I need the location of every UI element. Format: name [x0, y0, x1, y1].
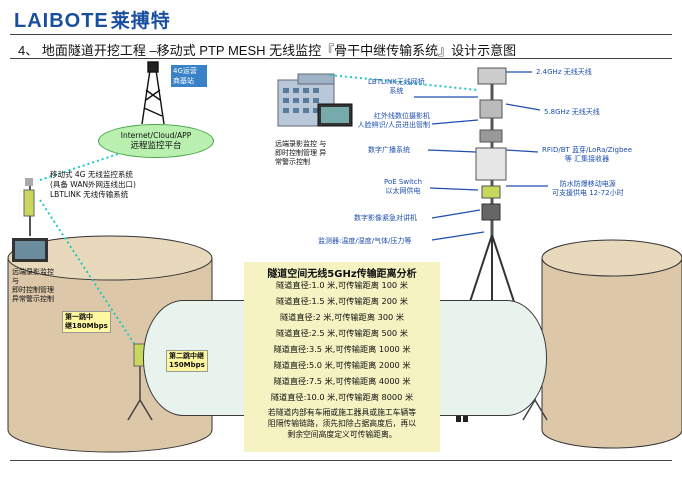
sensor-callout: 监测器:温度/湿度/气体/压力等 [318, 237, 412, 245]
remote-line: 远端录影监控 与 [275, 140, 327, 148]
hop1-line: 第一跳中 [65, 313, 93, 321]
hop1-line: 继180Mbps [65, 322, 108, 330]
poe-line: PoE Switch [384, 178, 423, 186]
rfid-line: RFID/BT 蓝芽/LoRa/Zigbee [542, 146, 633, 154]
title-divider [10, 58, 672, 59]
analysis-row: 隧道直径:7.5 米,可传输距离 4000 米 [273, 376, 411, 386]
poe-callout: PoE Switch 以太网供电 [384, 178, 422, 196]
right-tunnel-cylinder [541, 239, 682, 449]
remote-line: 常警示控制 [275, 158, 310, 166]
analysis-row: 隧道直径:3.5 米,可传输距离 1000 米 [273, 344, 411, 354]
cloud-line: Internet/Cloud/APP [120, 131, 192, 140]
box4g-line: 商基站 [173, 77, 194, 85]
system-line: (具备 WAN外网连线出口) [50, 180, 136, 189]
poe-line: 以太网供电 [385, 187, 421, 195]
rfid-line: 等 汇集接收器 [564, 155, 610, 163]
bridge-callout: LBTLINK无线网桥 系统 [368, 78, 425, 96]
hop2-line: 第二跳中继 [169, 352, 204, 360]
analysis-row: 隧道直径:1.5 米,可传输距离 200 米 [276, 296, 408, 306]
analysis-panel [244, 262, 440, 452]
footer-divider [10, 460, 672, 461]
remote-left-line: 异常警示控制 [12, 295, 54, 303]
remote-monitor-top-text: 远端录影监控 与 即时控制管理 异 常警示控制 [275, 140, 326, 167]
power-callout: 防水防爆移动电源 可支援供电 12-72小时 [552, 180, 624, 198]
power-line: 可支援供电 12-72小时 [552, 189, 624, 197]
camera-callout: 红外线数位摄影机 人脸辨识/人员进出管制 [346, 112, 430, 130]
remote-left-line: 与 [12, 277, 19, 285]
analysis-row: 隧道直径:2.5 米,可传输距离 500 米 [276, 328, 408, 338]
analysis-title: 隧道空间无线5GHz传输距离分析 [267, 269, 417, 280]
rfid-callout: RFID/BT 蓝芽/LoRa/Zigbee 等 汇集接收器 [542, 146, 632, 164]
camera-line: 人脸辨识/人员进出管制 [357, 121, 430, 129]
remote-left-line: 即时控制管理 [12, 286, 54, 294]
system-line: 移动式 4G 无线监控系统 [50, 170, 133, 179]
power-line: 防水防爆移动电源 [559, 180, 616, 188]
analysis-row: 隧道直径:1.0 米,可传输距离 100 米 [276, 280, 408, 290]
4g-base-station-label: 4G运营 商基站 [171, 65, 207, 87]
analysis-note-line: 阻隔传输链路，须先扣除占据高度后，再以 [267, 419, 417, 428]
system-line: LBTLINK 无线传输系统 [50, 190, 129, 199]
box4g-line: 4G运营 [173, 67, 197, 75]
intercom-callout: 数字影像紧急对讲机 [354, 214, 417, 222]
page-title: 4、 地面隧道开挖工程 –移动式 PTP MESH 无线监控『骨干中继传输系统』… [18, 43, 517, 58]
mobile-4g-system-text: 移动式 4G 无线监控系统 (具备 WAN外网连线出口) LBTLINK 无线传… [50, 170, 136, 200]
header-divider [10, 34, 672, 35]
logo-cn: 莱搏特 [110, 11, 171, 32]
bridge-line: 系统 [389, 87, 404, 95]
analysis-row: 隧道直径:10.0 米,可传输距离 8000 米 [270, 392, 414, 402]
antenna-24-callout: 2.4GHz 无线天线 [536, 68, 592, 76]
analysis-row: 隧道直径:2 米,可传输距离 300 米 [279, 312, 405, 322]
remote-line: 即时控制管理 异 [275, 149, 327, 157]
remote-left-line: 远端录影监控 [12, 268, 54, 276]
analysis-note-line: 若隧道内部有车厢或施工器具或施工车辆等 [267, 408, 417, 417]
hop2-tag: 第二跳中继 150Mbps [166, 350, 208, 372]
cloud-platform: Internet/Cloud/APP 远程监控平台 [98, 124, 214, 158]
building-icon [277, 73, 353, 127]
analysis-row: 隧道直径:5.0 米,可传输距离 2000 米 [273, 360, 411, 370]
cloud-line: 远程监控平台 [130, 141, 182, 151]
logo-latin: LAIBOTE [14, 10, 109, 32]
monitor-icon [12, 238, 48, 262]
hop1-tag: 第一跳中 继180Mbps [62, 311, 111, 333]
camera-line: 红外线数位摄影机 [374, 112, 430, 120]
tripod-relay-device [463, 67, 521, 321]
bridge-line: LBTLINK无线网桥 [368, 78, 425, 86]
analysis-note-line: 剩余空间高度定义可传输距离。 [287, 430, 397, 439]
antenna-58-callout: 5.8GHz 无线天线 [544, 108, 600, 116]
left-relay-device [23, 178, 35, 236]
cell-tower-icon [141, 61, 165, 125]
broadcast-callout: 数字广播系统 [368, 146, 410, 154]
callout-arrows [414, 71, 548, 241]
hop2-line: 150Mbps [169, 361, 205, 369]
remote-monitor-left-text: 远端录影监控 与 即时控制管理 异常警示控制 [12, 268, 54, 304]
